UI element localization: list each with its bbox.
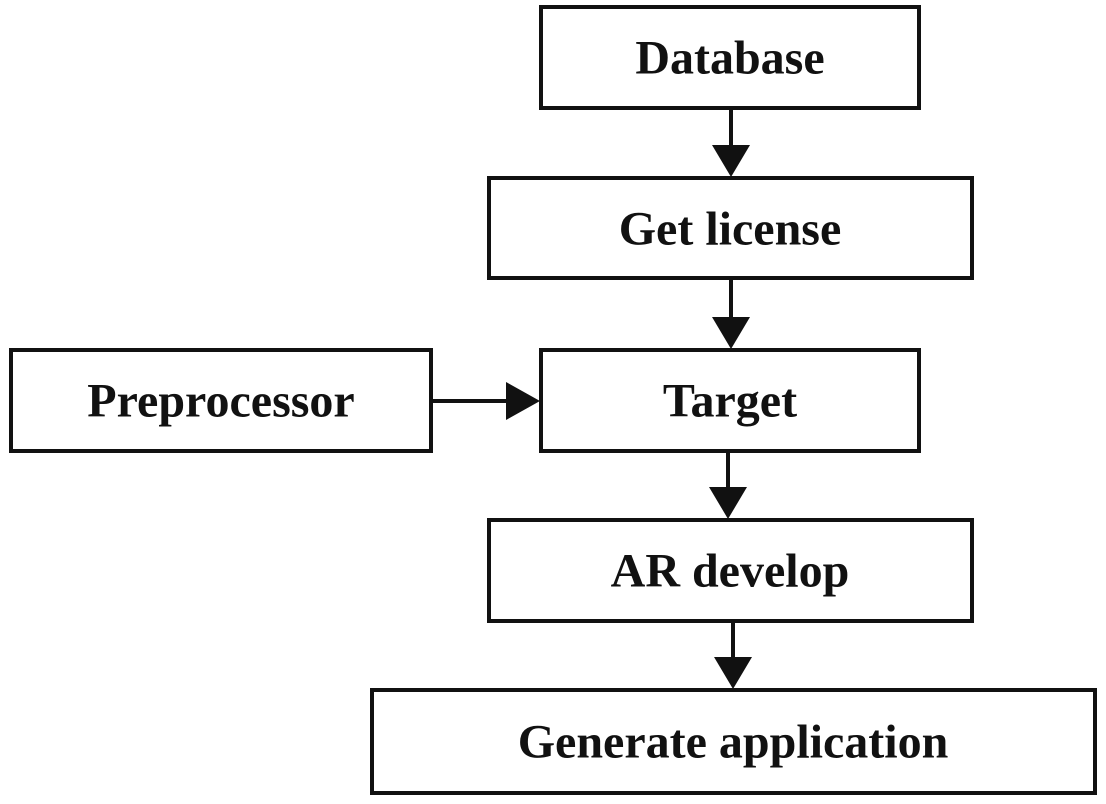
- node-target: Target: [539, 348, 921, 453]
- edge-preprocessor-to-target: [431, 382, 540, 420]
- edge-database-to-get-license: [712, 108, 750, 177]
- edge-preprocessor-to-target-arrowhead: [506, 382, 540, 420]
- edge-database-to-get-license-arrowhead: [712, 145, 750, 177]
- node-database-box: [539, 5, 921, 110]
- node-preprocessor-label: Preprocessor: [87, 375, 354, 428]
- edge-ar-develop-to-generate-application: [714, 621, 752, 689]
- node-database-label: Database: [635, 32, 824, 85]
- node-ar-develop-box: [487, 518, 974, 623]
- node-generate-application-box: [370, 688, 1097, 795]
- node-target-label: Target: [663, 375, 797, 428]
- edge-get-license-to-target-arrowhead: [712, 317, 750, 349]
- node-get-license-label: Get license: [619, 203, 842, 256]
- node-ar-develop: AR develop: [487, 518, 974, 623]
- edge-ar-develop-to-generate-application-arrowhead: [714, 657, 752, 689]
- node-generate-application: Generate application: [370, 688, 1097, 795]
- node-database: Database: [539, 5, 921, 110]
- edge-get-license-to-target: [712, 278, 750, 349]
- edge-target-to-ar-develop-arrowhead: [709, 487, 747, 519]
- node-preprocessor-box: [9, 348, 433, 453]
- node-ar-develop-label: AR develop: [611, 545, 850, 598]
- node-generate-application-label: Generate application: [518, 716, 949, 769]
- node-target-box: [539, 348, 921, 453]
- node-get-license: Get license: [487, 176, 974, 280]
- node-preprocessor: Preprocessor: [9, 348, 433, 453]
- node-get-license-box: [487, 176, 974, 280]
- edge-target-to-ar-develop: [709, 451, 747, 519]
